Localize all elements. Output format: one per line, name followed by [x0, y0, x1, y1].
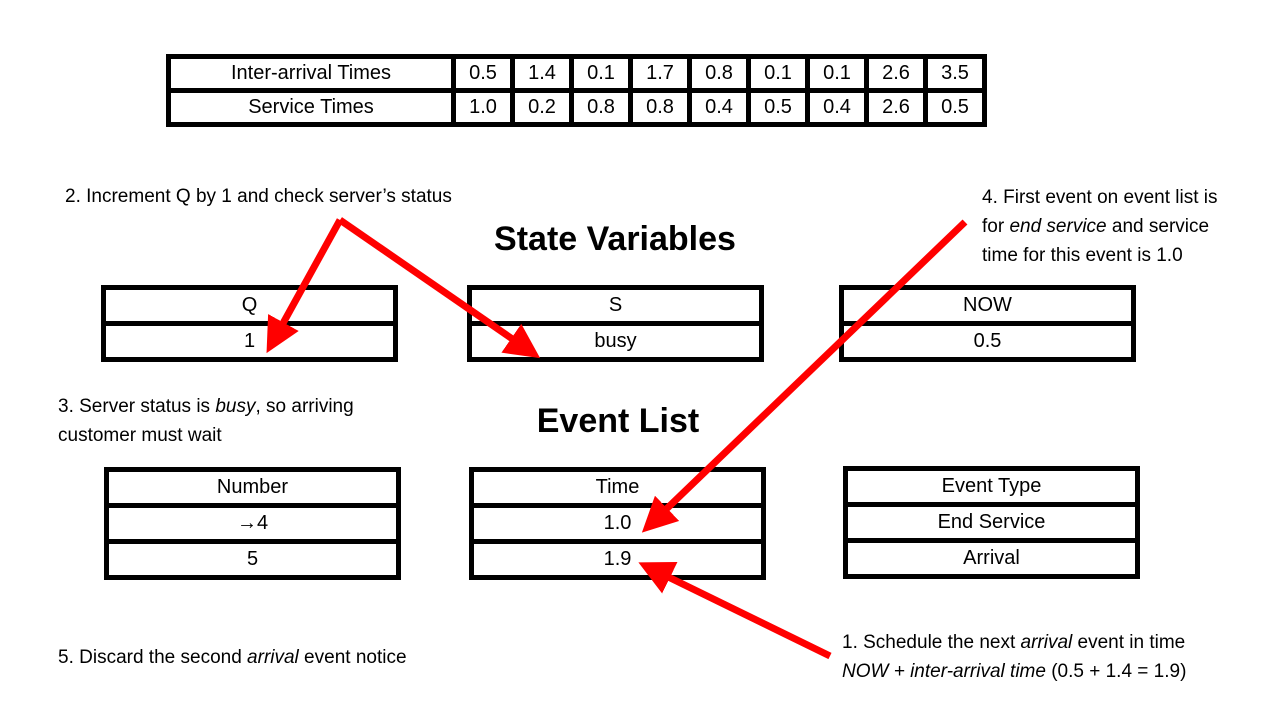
- note-1-text: event in time: [1072, 632, 1186, 653]
- table-cell: 2.6: [864, 54, 928, 93]
- note-4-italic: end service: [1009, 216, 1107, 237]
- note-4-text: for: [982, 216, 1010, 237]
- note-1-italic: NOW + inter-arrival time: [842, 661, 1046, 682]
- arrow-note2-to-s: [338, 217, 541, 359]
- note-5-text: 5. Discard the second: [58, 647, 248, 668]
- table-cell: 0.4: [805, 88, 869, 127]
- now-value: 0.5: [844, 326, 1131, 357]
- table-cell: 1.7: [628, 54, 692, 93]
- note-4-text: and service: [1106, 216, 1210, 237]
- time-header: Time: [474, 472, 761, 503]
- arrow-note4-to-time: [641, 219, 968, 533]
- table-cell: 0.1: [746, 54, 810, 93]
- table-cell: 0.4: [687, 88, 751, 127]
- state-variables-heading: State Variables: [494, 220, 736, 258]
- arrow-note2-to-q: [266, 218, 344, 354]
- note-5-italic: arrival: [247, 647, 299, 668]
- table-cell: 1.4: [510, 54, 574, 93]
- time-box: Time 1.0 1.9: [469, 467, 766, 580]
- note-3: 3. Server status is busy, so arriving cu…: [58, 392, 354, 450]
- times-table: Inter-arrival Times 0.5 1.4 0.1 1.7 0.8 …: [166, 54, 987, 127]
- q-box: Q 1: [101, 285, 398, 362]
- number-row: →4: [109, 508, 396, 539]
- event-type-header: Event Type: [848, 471, 1135, 502]
- note-3-italic: busy: [215, 396, 256, 417]
- note-5: 5. Discard the second arrival event noti…: [58, 643, 407, 672]
- number-header: Number: [109, 472, 396, 503]
- table-cell: 2.6: [864, 88, 928, 127]
- time-row: 1.9: [474, 544, 761, 575]
- service-times-row: Service Times 1.0 0.2 0.8 0.8 0.4 0.5 0.…: [166, 88, 987, 127]
- arrow-note1-to-time: [638, 562, 832, 660]
- note-4: 4. First event on event list is for end …: [982, 183, 1272, 270]
- table-cell: 0.8: [628, 88, 692, 127]
- note-3-text: , so arriving: [255, 396, 354, 417]
- table-cell: 0.5: [746, 88, 810, 127]
- row-label: Service Times: [166, 88, 456, 127]
- table-cell: 0.1: [569, 54, 633, 93]
- inter-arrival-row: Inter-arrival Times 0.5 1.4 0.1 1.7 0.8 …: [166, 54, 987, 93]
- table-cell: 3.5: [923, 54, 987, 93]
- note-1: 1. Schedule the next arrival event in ti…: [842, 628, 1186, 686]
- table-cell: 0.5: [451, 54, 515, 93]
- table-cell: 0.5: [923, 88, 987, 127]
- note-4-line3: time for this event is 1.0: [982, 245, 1183, 266]
- note-1-italic: arrival: [1020, 632, 1073, 653]
- event-type-box: Event Type End Service Arrival: [843, 466, 1140, 579]
- table-cell: 1.0: [451, 88, 515, 127]
- number-box: Number →4 5: [104, 467, 401, 580]
- table-cell: 0.8: [569, 88, 633, 127]
- note-3-text: 3. Server status is: [58, 396, 216, 417]
- note-4-line1: 4. First event on event list is: [982, 187, 1218, 208]
- q-value: 1: [106, 326, 393, 357]
- table-cell: 0.2: [510, 88, 574, 127]
- note-1-text: 1. Schedule the next: [842, 632, 1021, 653]
- table-cell: 0.8: [687, 54, 751, 93]
- number-row: 5: [109, 544, 396, 575]
- note-1-text: (0.5 + 1.4 = 1.9): [1045, 661, 1187, 682]
- note-3-line2: customer must wait: [58, 425, 222, 446]
- event-type-row: End Service: [848, 507, 1135, 538]
- event-list-heading: Event List: [536, 402, 700, 440]
- note-5-text: event notice: [298, 647, 407, 668]
- s-header: S: [472, 290, 759, 321]
- time-row: 1.0: [474, 508, 761, 539]
- event-type-row: Arrival: [848, 543, 1135, 574]
- q-header: Q: [106, 290, 393, 321]
- table-cell: 0.1: [805, 54, 869, 93]
- row-label: Inter-arrival Times: [166, 54, 456, 93]
- note-2: 2. Increment Q by 1 and check server’s s…: [65, 186, 452, 207]
